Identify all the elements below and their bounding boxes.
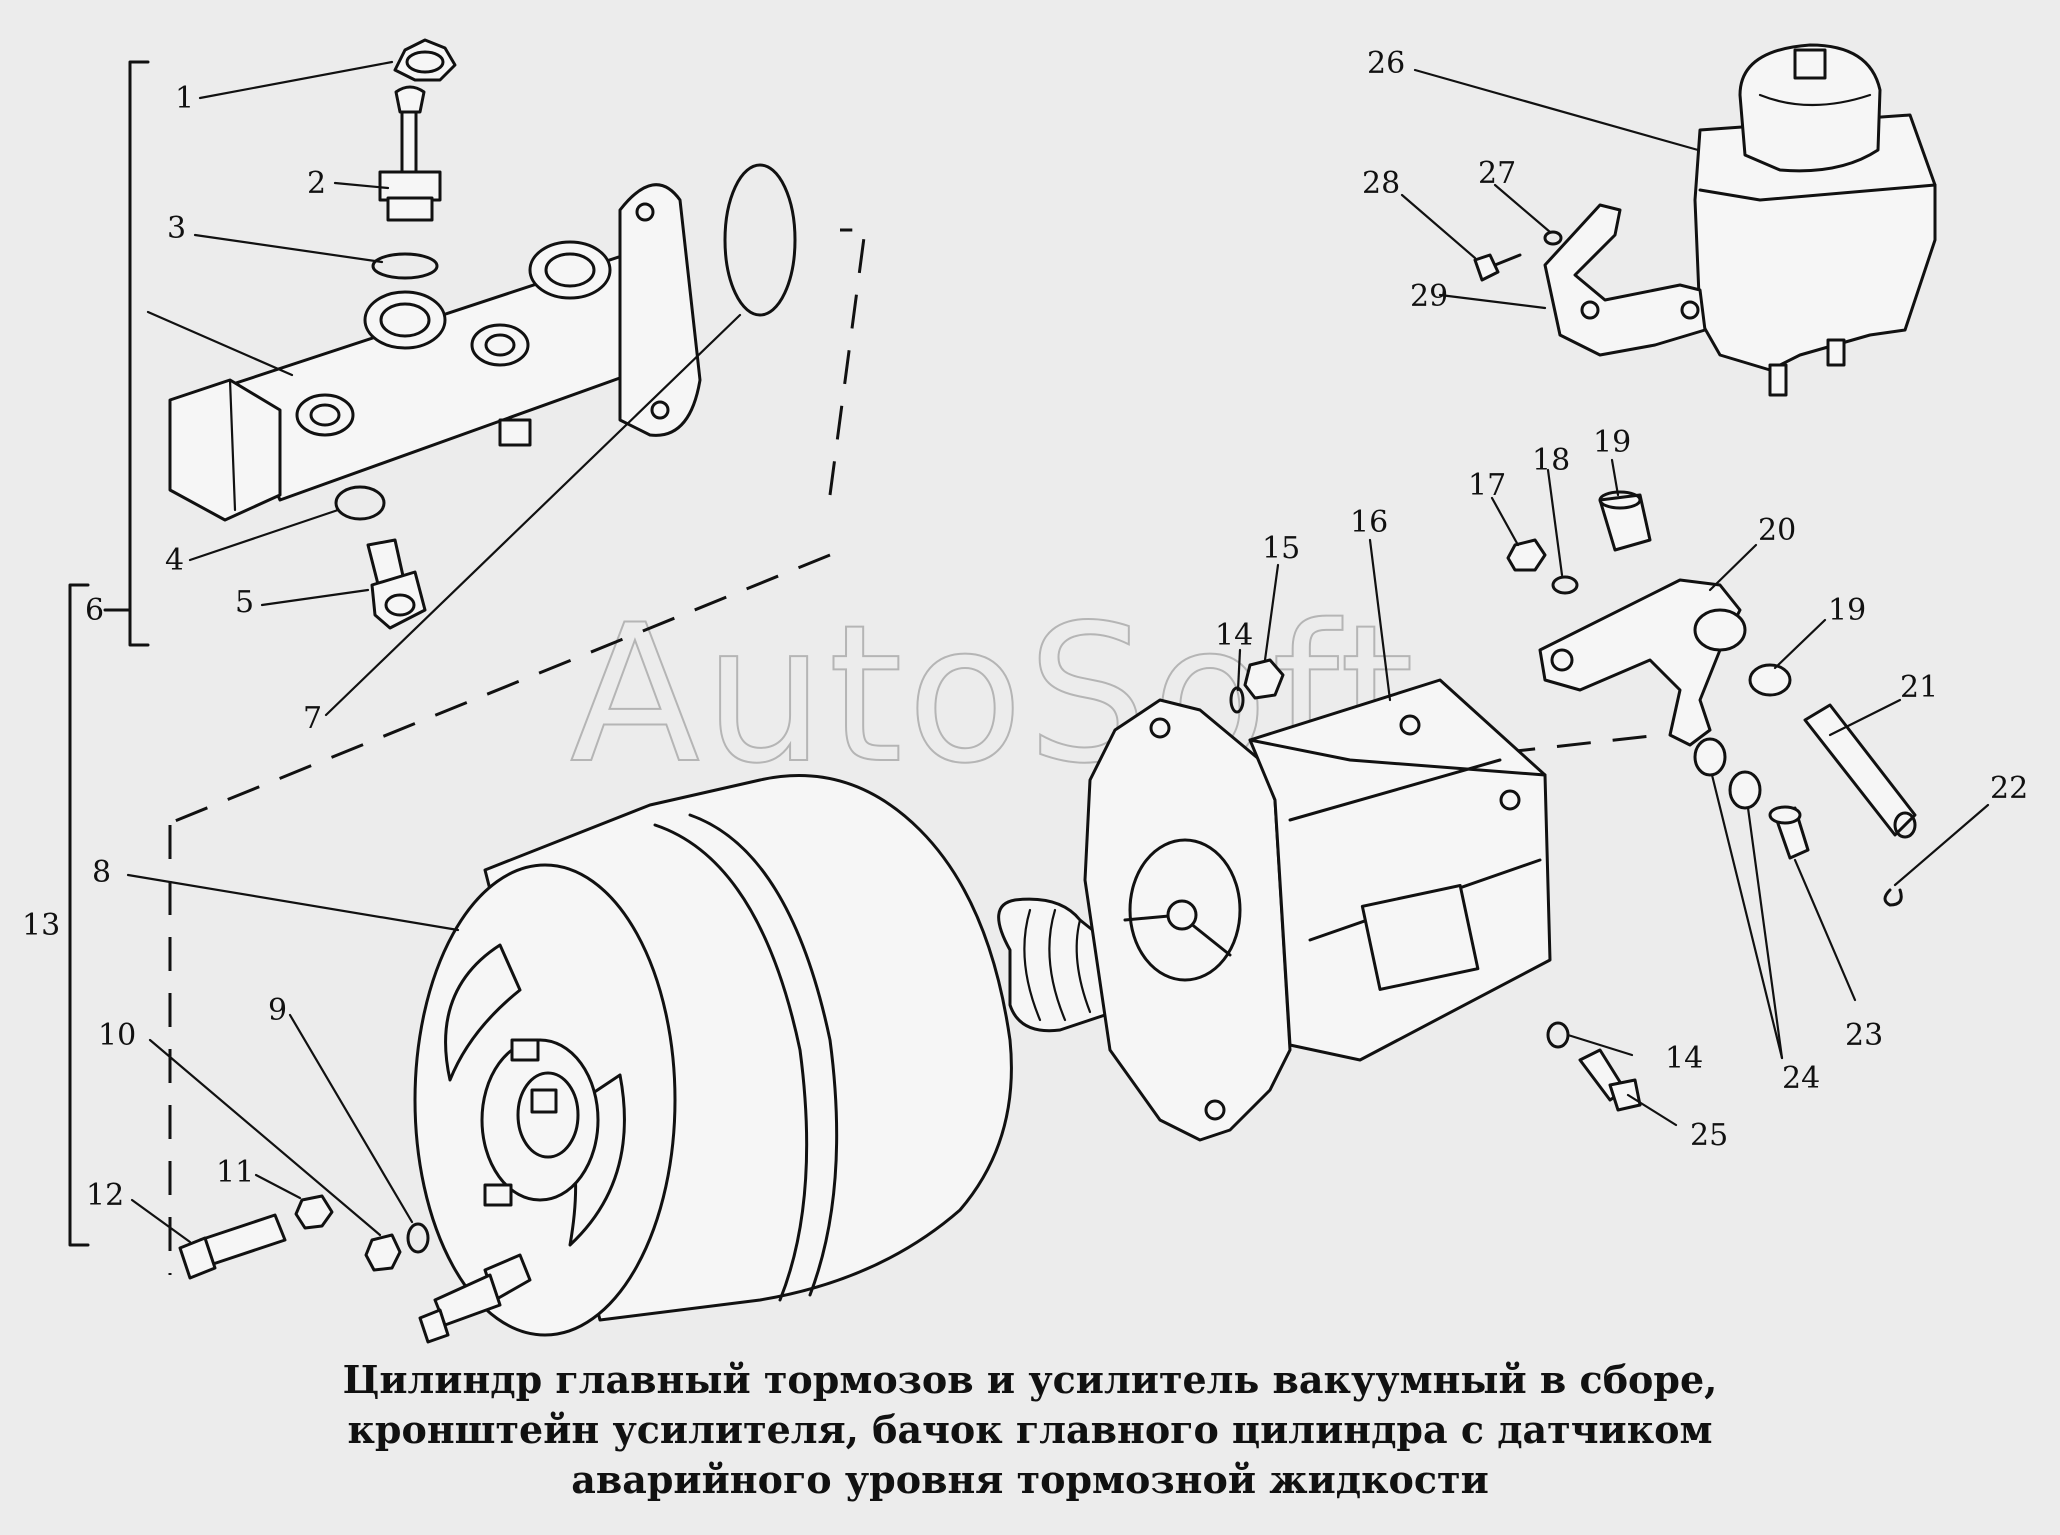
callout-9: 9 [268,993,287,1028]
caption-line-3: аварийного уровня тормозной жидкости [571,1457,1489,1502]
part-1-lock-washer [393,38,457,82]
parts-9-12 [178,1194,430,1280]
reservoir-assembly [1473,43,1937,397]
leader-lines [126,60,1990,1244]
callout-13: 13 [22,908,60,943]
master-cylinder [168,183,702,522]
callout-17: 17 [1468,468,1506,503]
callout-28: 28 [1362,166,1400,201]
caption-line-1: Цилиндр главный тормозов и усилитель вак… [342,1357,1718,1402]
callout-21: 21 [1900,670,1938,705]
callout-labels: 1 2 3 4 5 6 7 8 9 10 11 12 13 14 14 15 1… [22,46,2028,1213]
part-7-seal-ring [723,163,797,317]
callout-4: 4 [165,543,184,578]
callout-18: 18 [1532,443,1570,478]
callout-8: 8 [92,855,111,890]
callout-20: 20 [1758,513,1796,548]
callout-12: 12 [86,1178,124,1213]
callout-25: 25 [1690,1118,1728,1153]
callout-24: 24 [1782,1061,1820,1096]
part-4-ring [334,485,386,521]
callout-15: 15 [1262,531,1300,566]
dashed-guides [164,228,1661,1275]
callout-10: 10 [98,1018,136,1053]
callout-6: 6 [85,593,104,628]
part-2-fitting [378,85,442,222]
callout-11: 11 [216,1155,254,1190]
booster-bracket [1083,678,1552,1142]
callout-19-top: 19 [1593,425,1631,460]
part-3-gasket [371,252,439,280]
callout-14-top: 14 [1215,618,1253,653]
diagram-caption: Цилиндр главный тормозов и усилитель вак… [0,1355,2060,1505]
vacuum-booster [413,774,1140,1344]
callout-5: 5 [235,585,254,620]
callout-16: 16 [1350,505,1388,540]
group-bracket-13 [68,583,90,1247]
part-5-fitting [366,538,427,630]
callout-27: 27 [1478,156,1516,191]
callout-14-bottom: 14 [1665,1041,1703,1076]
callout-1: 1 [175,81,194,116]
callout-19-right: 19 [1828,593,1866,628]
callout-2: 2 [307,166,326,201]
lever-parts [1229,490,1917,1112]
caption-line-2: кронштейн усилителя, бачок главного цили… [347,1407,1713,1452]
callout-23: 23 [1845,1018,1883,1053]
callout-29: 29 [1410,279,1448,314]
callout-22: 22 [1990,771,2028,806]
callout-3: 3 [167,211,186,246]
callout-26: 26 [1367,46,1405,81]
group-bracket-6 [103,60,150,647]
callout-7: 7 [303,701,322,736]
